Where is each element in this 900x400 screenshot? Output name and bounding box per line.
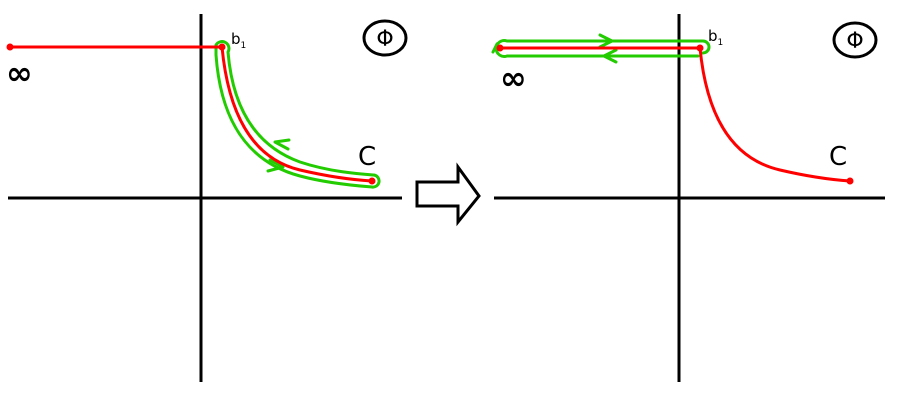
right-plane-symbol-circle [832, 21, 878, 59]
right-endpoint-label: C [829, 142, 847, 172]
left-infinity-label: ∞ [6, 54, 33, 92]
left-endpoint-c [368, 177, 376, 185]
right-arrow-icon [415, 162, 481, 227]
left-contour-loop [214, 40, 381, 189]
left-infinity-point [6, 43, 14, 51]
right-contour-tail [491, 42, 499, 54]
left-endpoint-label: C [358, 142, 376, 172]
right-contour-arrow-out [598, 33, 614, 49]
left-path-curve [220, 45, 374, 183]
left-panel: ∞ b1 C Φ [6, 14, 408, 382]
left-plane-symbol: Φ [376, 27, 393, 52]
right-endpoint-c [846, 177, 854, 185]
right-panel: ∞ b1 C Φ [491, 14, 885, 382]
right-branch-point [696, 44, 704, 52]
right-infinity-point [496, 44, 504, 52]
left-contour-arrow-out [266, 158, 285, 173]
left-branch-point [218, 43, 226, 51]
left-contour-arrow-back [273, 138, 291, 151]
right-contour-arrow-back [602, 48, 618, 64]
right-contour-loop [494, 39, 711, 58]
right-plane-symbol: Φ [846, 29, 863, 54]
right-path-curve [698, 46, 852, 183]
right-infinity-label: ∞ [500, 59, 527, 97]
transition-arrow [415, 162, 481, 227]
left-branch-label: b1 [231, 30, 246, 51]
right-branch-label: b1 [708, 27, 723, 48]
left-plane-symbol-circle [362, 19, 408, 57]
